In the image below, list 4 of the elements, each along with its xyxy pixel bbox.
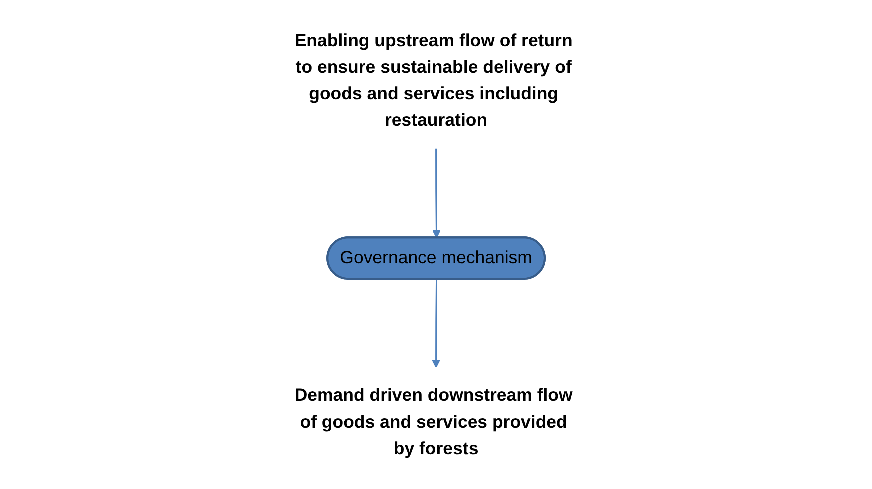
arrow [432, 148, 441, 238]
node-text: Enabling upstream flow of return to ensure sustainable delivery of goods and services including restauration [294, 30, 572, 130]
arrow [432, 278, 440, 368]
node-text: Demand driven downstream flow of goods and services provided by forests [294, 384, 573, 458]
